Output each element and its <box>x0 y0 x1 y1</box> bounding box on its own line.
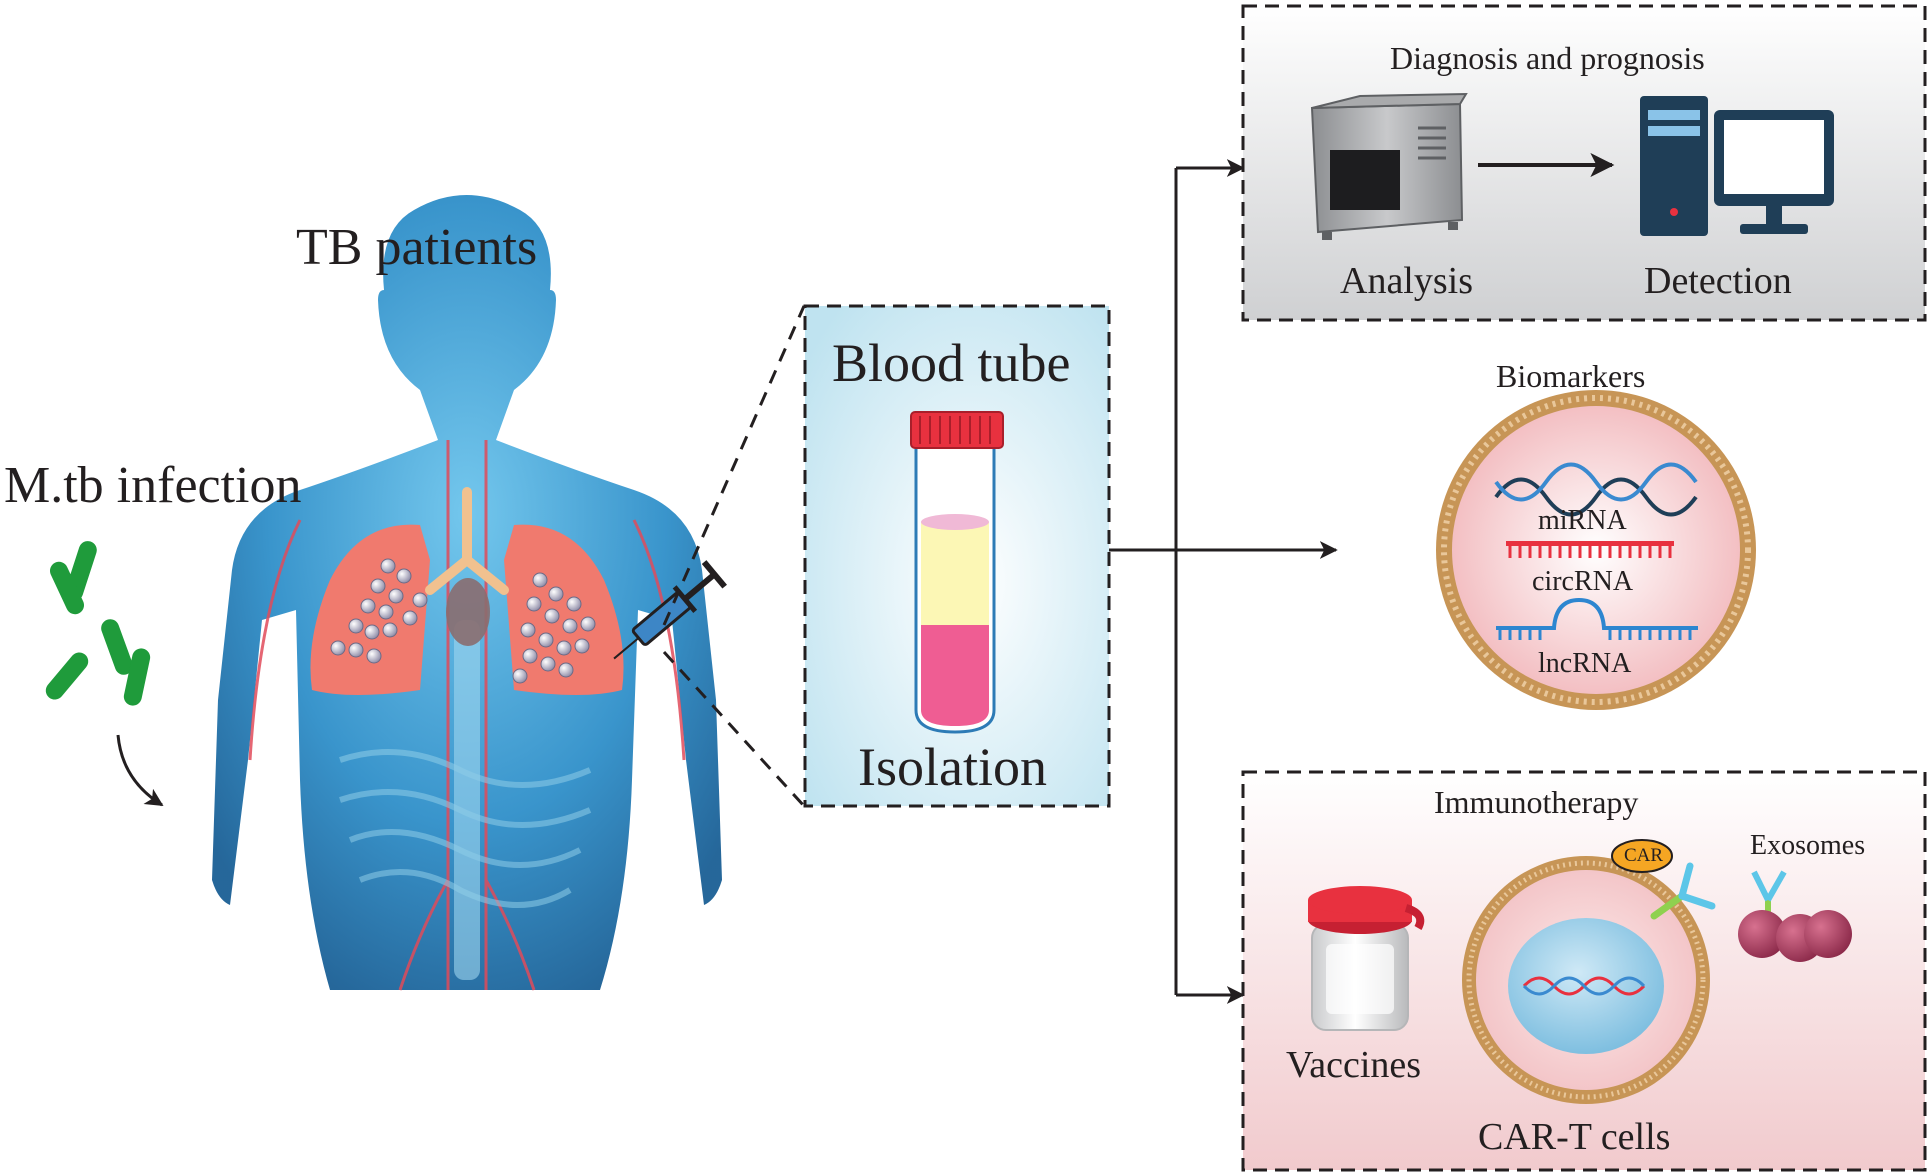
car-t-cell-icon <box>1462 856 1710 1104</box>
lncrna-strand-icon <box>1496 597 1698 640</box>
diagnosis-title: Diagnosis and prognosis <box>1390 40 1705 76</box>
blood-tube-label: Blood tube <box>832 333 1071 393</box>
analysis-label: Analysis <box>1340 260 1473 302</box>
circrna-label: circRNA <box>1532 566 1634 597</box>
infection-arrow <box>116 734 164 807</box>
flow-connectors <box>1109 159 1338 1004</box>
vaccine-jar-icon <box>1308 886 1425 1031</box>
immunotherapy-title: Immunotherapy <box>1434 784 1639 820</box>
isolation-label: Isolation <box>858 737 1047 797</box>
mirna-strand-icon <box>1494 462 1698 517</box>
mirna-label: miRNA <box>1538 505 1627 536</box>
tb-patients-label: TB patients <box>296 219 538 276</box>
biomarkers-title: Biomarkers <box>1496 358 1646 394</box>
car-receptor-icon <box>1650 862 1716 920</box>
computer-icon <box>1640 96 1834 236</box>
lncrna-label: lncRNA <box>1538 648 1632 679</box>
blood-tube-icon <box>910 411 1004 734</box>
bacteria-icon <box>45 541 151 706</box>
exosome-icon <box>1738 870 1852 962</box>
car-label: CAR <box>1624 845 1664 866</box>
circrna-strand-icon <box>1506 541 1674 558</box>
human-body-figure <box>212 195 722 991</box>
car-t-cells-label: CAR-T cells <box>1478 1116 1671 1158</box>
detection-label: Detection <box>1644 260 1792 302</box>
analyzer-machine-icon <box>1310 92 1468 240</box>
vaccines-label: Vaccines <box>1286 1044 1422 1086</box>
mtb-infection-label: M.tb infection <box>4 457 302 514</box>
exosomes-label: Exosomes <box>1750 830 1866 861</box>
car-badge <box>1611 839 1673 873</box>
zoom-lines <box>662 305 806 808</box>
